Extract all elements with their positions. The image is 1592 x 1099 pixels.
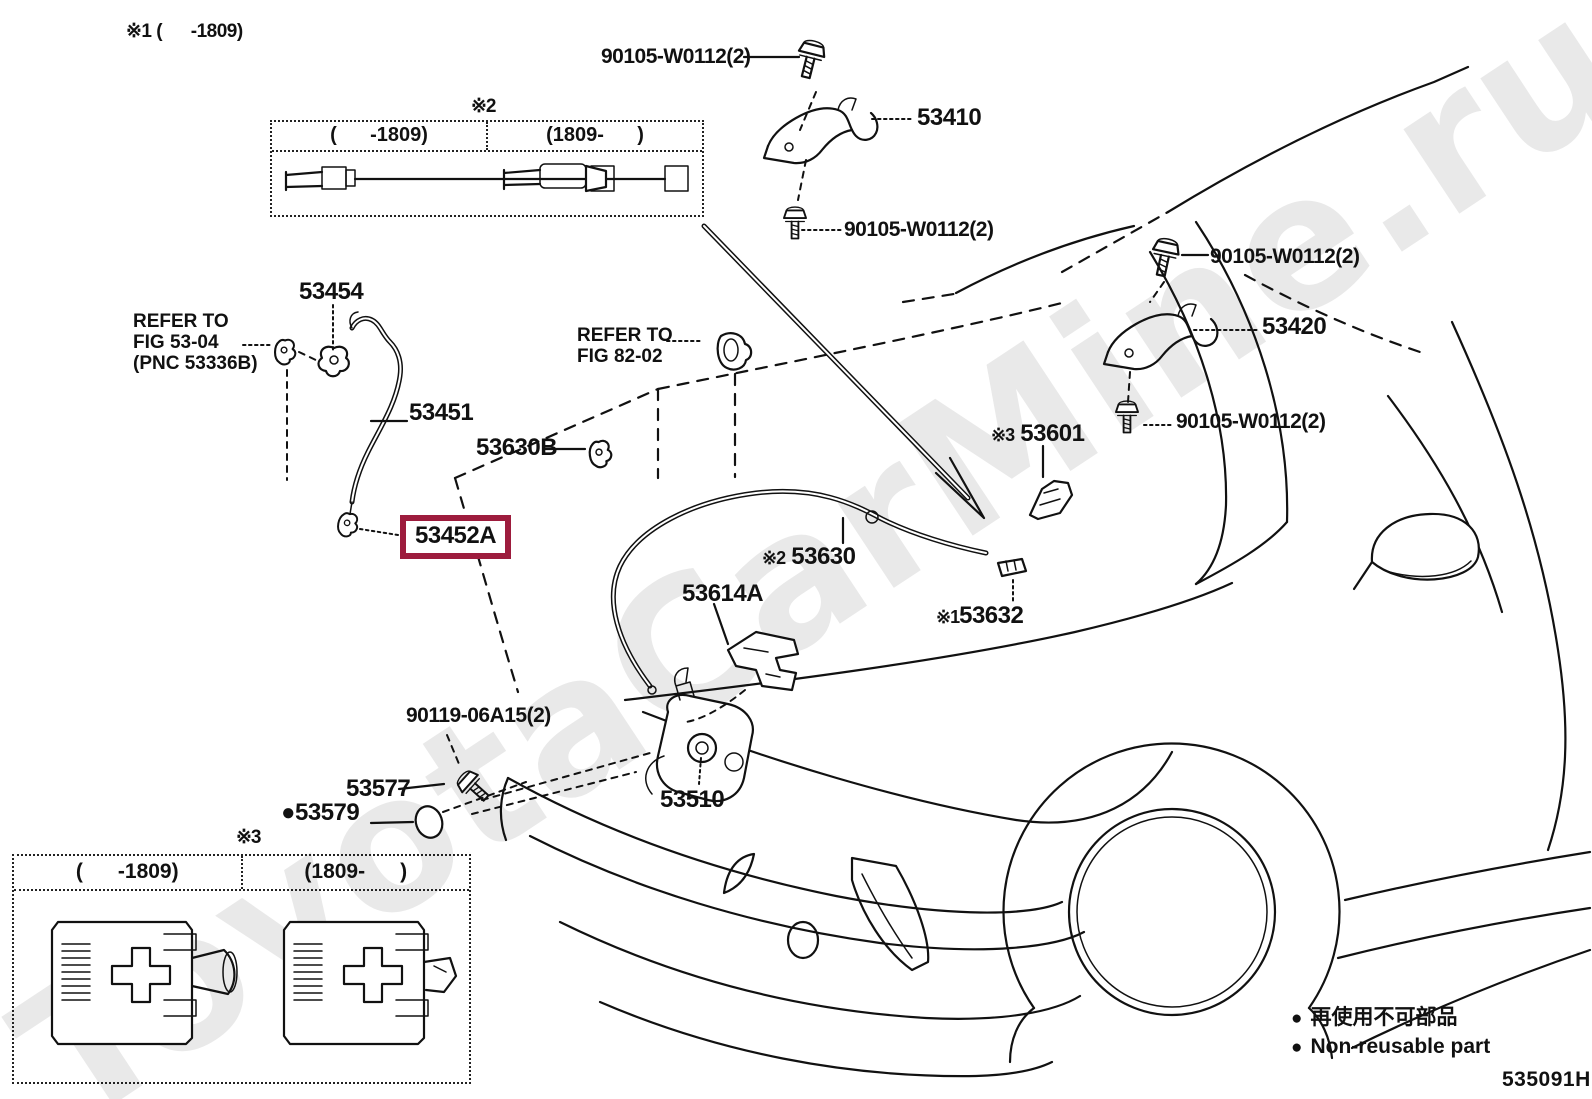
marker-53632: ※1 — [936, 607, 960, 627]
part-label-53632[interactable]: ※153632 — [936, 602, 1024, 629]
part-label-53601[interactable]: ※3 53601 — [991, 420, 1085, 447]
bracket-53614a-drawing — [726, 630, 800, 692]
refer1-line3: (PNC 53336B) — [133, 353, 258, 374]
refer1-line2: FIG 53-04 — [133, 332, 219, 353]
refer2-line1: REFER TO — [577, 325, 673, 346]
part-label-53410[interactable]: 53410 — [917, 104, 982, 131]
leader-lines — [242, 55, 1260, 825]
part-label-53614a[interactable]: 53614A — [682, 580, 764, 607]
inset-table-cable-variants: ( -1809) (1809- ) — [270, 120, 704, 217]
inset-bottom-marker: ※3 — [236, 827, 261, 848]
prop-rod-drawing — [701, 223, 986, 520]
marker-53630: ※2 — [762, 548, 786, 568]
legend-line-en: ●Non-reusable part — [1291, 1035, 1491, 1058]
inset-bottom-locks — [50, 920, 458, 1046]
clip-8202-drawing — [716, 332, 753, 371]
inset-bottom-left-header: ( -1809) — [75, 860, 179, 883]
release-cable-drawing — [610, 488, 989, 695]
lock-53510-drawing — [645, 667, 754, 803]
diagram-code: 535091H — [1502, 1068, 1591, 1091]
part-label-53420[interactable]: 53420 — [1262, 313, 1327, 340]
inset-top-cables — [284, 163, 689, 193]
grommet-53454-drawing — [317, 345, 350, 378]
inset-top-left-header: ( -1809) — [330, 124, 428, 146]
clip-53452a-drawing — [335, 510, 361, 540]
legend: ●再使用不可部品 ●Non-reusable part — [1291, 1004, 1490, 1062]
hinge-right-drawing — [1102, 281, 1219, 403]
part-label-53510[interactable]: 53510 — [660, 786, 725, 813]
refer1-line1: REFER TO — [133, 311, 229, 332]
inset-top-right-header: (1809- ) — [486, 122, 702, 150]
hinge-left-drawing — [762, 91, 879, 201]
inset-top-marker: ※2 — [471, 96, 496, 117]
clip-53336b-drawing — [273, 338, 297, 366]
rod-53451-drawing — [349, 311, 403, 515]
part-label-53630b[interactable]: 53630B — [476, 434, 558, 461]
part-label-53579[interactable]: ●53579 — [281, 799, 360, 826]
striker-53601-drawing — [1028, 479, 1074, 521]
part-label-90105-w0112-right-top[interactable]: 90105-W0112(2) — [1210, 245, 1360, 268]
part-label-53452a: 53452A — [415, 522, 497, 549]
hood-dashed-outline — [286, 273, 1422, 694]
non-reusable-bullet-icon: ● — [1291, 1037, 1303, 1058]
note-top-left: ※1 ( -1809) — [126, 21, 243, 42]
inset-bottom-right-header: (1809- ) — [240, 856, 470, 889]
inset-table-lock-variants: ( -1809) (1809- ) — [12, 854, 471, 1084]
part-label-53451[interactable]: 53451 — [409, 399, 474, 426]
part-label-53630[interactable]: ※2 53630 — [762, 543, 856, 570]
part-label-90119-06a15[interactable]: 90119-06A15(2) — [406, 704, 551, 727]
side-mirror — [1352, 512, 1480, 591]
part-label-90105-w0112-right-bottom[interactable]: 90105-W0112(2) — [1176, 410, 1326, 433]
marker-53601: ※3 — [991, 425, 1015, 445]
highlighted-part-53452a[interactable]: 53452A — [400, 515, 512, 559]
non-reusable-bullet-icon: ● — [1291, 1008, 1303, 1029]
clip-53630b-drawing — [587, 438, 614, 470]
refer2-line2: FIG 82-02 — [577, 346, 663, 367]
part-label-53577[interactable]: 53577 — [346, 775, 411, 802]
part-label-90105-w0112-top[interactable]: 90105-W0112(2) — [601, 45, 751, 68]
part-label-53454[interactable]: 53454 — [299, 278, 364, 305]
car-outline — [499, 65, 1592, 1078]
plug-53579-drawing — [414, 805, 444, 839]
clip-53632-drawing — [996, 557, 1028, 578]
part-label-90105-w0112-mid[interactable]: 90105-W0112(2) — [844, 218, 994, 241]
legend-line-jp: ●再使用不可部品 — [1291, 1006, 1458, 1029]
